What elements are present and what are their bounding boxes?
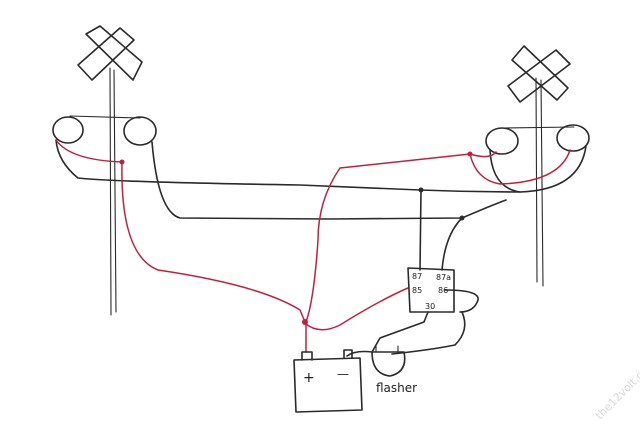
left-signal-pole xyxy=(109,67,117,316)
red-wires xyxy=(55,139,571,353)
relay-pin-86: 86 xyxy=(438,286,448,295)
left-crossbuck-sign xyxy=(77,25,143,81)
left-signal-lights xyxy=(52,115,157,146)
relay-pin-85: 85 xyxy=(412,286,422,295)
relay-pin-87a: 87a xyxy=(436,273,451,282)
right-signal-lights xyxy=(485,124,590,155)
right-lamp-left xyxy=(485,127,519,155)
flasher-label: flasher xyxy=(376,381,417,395)
battery-plus-label: + xyxy=(303,370,315,386)
left-lamp-left xyxy=(52,116,84,144)
battery: + — xyxy=(293,349,363,413)
relay-pin-30: 30 xyxy=(425,302,435,311)
flasher: flasher xyxy=(371,345,417,395)
relay-pin-87: 87 xyxy=(412,272,422,281)
watermark-text: the12volt.com xyxy=(593,357,640,423)
relay: 87 87a 85 86 30 xyxy=(407,267,455,313)
junction-dot xyxy=(459,215,465,221)
watermark: the12volt.com xyxy=(593,357,640,423)
right-signal-pole xyxy=(535,77,544,287)
junction-dot xyxy=(418,187,424,193)
junction-dots xyxy=(119,151,473,325)
junction-dot xyxy=(302,319,308,325)
left-lamp-right xyxy=(123,116,157,146)
junction-dot xyxy=(467,151,473,157)
junction-dot xyxy=(119,159,125,165)
right-lamp-right xyxy=(556,124,590,152)
right-crossbuck-sign xyxy=(507,45,571,103)
battery-minus-label: — xyxy=(337,367,349,381)
